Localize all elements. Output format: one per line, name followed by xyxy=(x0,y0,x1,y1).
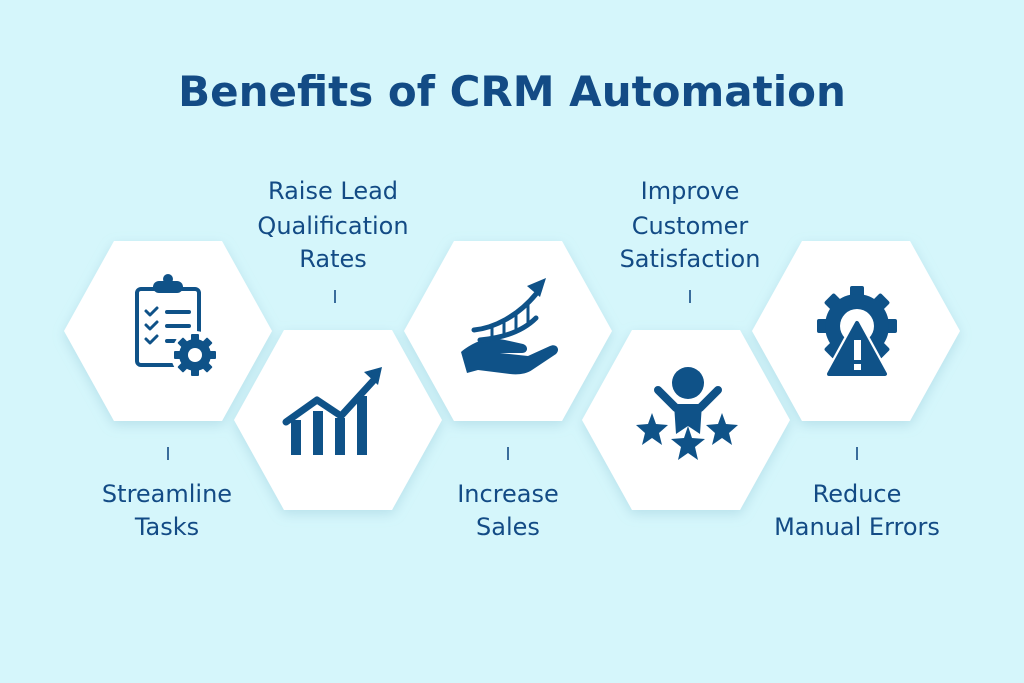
hexagon-increase-sales xyxy=(404,241,612,421)
label-reduce-manual-errors: Reduce Manual Errors xyxy=(774,480,940,541)
svg-text:Streamline: Streamline xyxy=(102,480,232,508)
svg-text:Qualification: Qualification xyxy=(257,212,408,240)
svg-text:Tasks: Tasks xyxy=(134,513,199,541)
growth-chart-icon xyxy=(282,367,382,455)
svg-text:Satisfaction: Satisfaction xyxy=(620,245,761,273)
label-increase-sales: Increase Sales xyxy=(457,480,559,541)
label-improve-customer-satisfaction: Improve Customer Satisfaction xyxy=(620,177,761,273)
svg-text:Increase: Increase xyxy=(457,480,559,508)
label-raise-lead-qualification-rates: Raise Lead Qualification Rates xyxy=(257,177,408,273)
gear-warning-icon xyxy=(817,286,897,378)
svg-text:Improve: Improve xyxy=(641,177,740,205)
label-streamline-tasks: Streamline Tasks xyxy=(102,480,232,541)
svg-text:Raise Lead: Raise Lead xyxy=(268,177,398,205)
clipboard-gear-icon xyxy=(135,274,219,379)
svg-text:Sales: Sales xyxy=(476,513,540,541)
hand-growth-icon xyxy=(461,278,559,375)
page-title: Benefits of CRM Automation xyxy=(178,67,846,116)
svg-text:Reduce: Reduce xyxy=(813,480,902,508)
svg-text:Customer: Customer xyxy=(632,212,749,240)
svg-text:Rates: Rates xyxy=(299,245,367,273)
svg-text:Manual Errors: Manual Errors xyxy=(774,513,940,541)
happy-customer-stars-icon xyxy=(636,367,738,460)
hexagon-streamline-tasks xyxy=(64,241,272,421)
